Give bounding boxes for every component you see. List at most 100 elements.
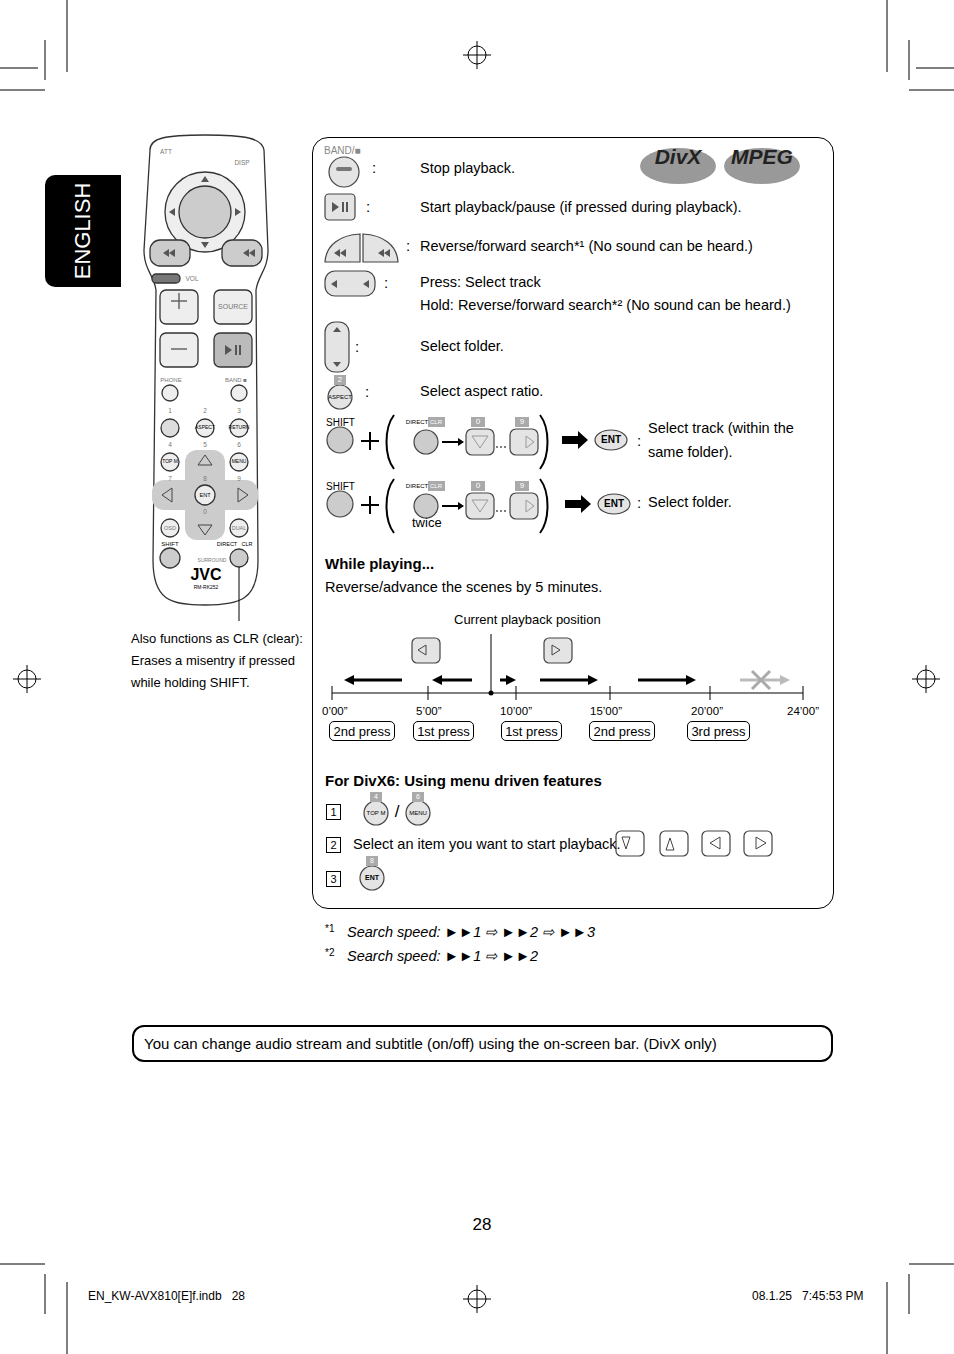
label: DIRECT: [406, 483, 428, 490]
label-box: 2nd press: [329, 721, 395, 741]
label: 4: [374, 793, 378, 801]
label-box: 3rd press: [687, 721, 750, 741]
button-label: 6: [237, 441, 241, 448]
note-box: You can change audio stream and subtitle…: [132, 1025, 833, 1062]
label: 9: [520, 481, 524, 490]
text: For DivX6: Using menu driven features: [325, 772, 602, 790]
button-label: 9: [237, 475, 241, 482]
button-label: SOURCE: [218, 303, 248, 311]
label: CLR: [430, 419, 442, 426]
label: *1: [325, 923, 334, 935]
button-label: PHONE: [160, 377, 181, 384]
button-label: 3: [237, 407, 241, 414]
text: Select folder.: [648, 494, 732, 511]
label: SHIFT: [326, 417, 355, 429]
label: Search speed: ►►1 ⇨ ►►2: [347, 948, 538, 965]
text: 0’00”: [322, 705, 348, 719]
label: ENT: [601, 434, 621, 446]
label-box: 2: [326, 837, 341, 853]
text: 24’00”: [787, 705, 819, 719]
label: MPEG: [731, 145, 793, 169]
button-label: 2: [203, 407, 207, 414]
button-label: 1: [168, 407, 172, 414]
text: Press: Select track: [420, 274, 541, 291]
text: You can change audio stream and subtitle…: [144, 1035, 717, 1052]
text: Select an item you want to start playbac…: [353, 836, 621, 853]
button-label: DUAL: [232, 525, 247, 531]
button-label: RM-RK252: [194, 585, 219, 591]
button-label: ATT: [160, 148, 172, 155]
label: 9: [520, 417, 524, 426]
label: ASPECT: [328, 394, 352, 401]
text: Select track (within the same folder).: [648, 416, 808, 464]
button-label: BAND ■: [225, 377, 247, 384]
label-box: 3: [326, 871, 341, 887]
button-label: 5: [203, 441, 207, 448]
label: EN_KW-AVX810[E]f.indb 28: [88, 1290, 245, 1304]
label-box: 2nd press: [589, 721, 655, 741]
text: Reverse/forward search*¹ (No sound can b…: [420, 238, 753, 255]
label: 8: [370, 857, 374, 865]
label: 28: [473, 1215, 492, 1235]
button-label: JVC: [190, 566, 221, 584]
text: :: [365, 383, 369, 401]
label-box: 1st press: [413, 721, 474, 741]
text: 15’00”: [590, 705, 622, 719]
text: 2nd press: [333, 724, 390, 739]
button-label: SHIFT: [161, 541, 178, 548]
button-label: VOL: [185, 275, 198, 282]
label: 0: [476, 417, 480, 426]
text: :: [406, 237, 410, 255]
text: 2: [330, 839, 336, 851]
button-label: 7: [168, 475, 172, 482]
button-label: 8: [203, 475, 207, 482]
label: *2: [325, 947, 334, 959]
button-label: ENT: [200, 492, 211, 498]
text: 20’00”: [691, 705, 723, 719]
text: Hold: Reverse/forward search*² (No sound…: [420, 297, 791, 314]
label: SHIFT: [326, 481, 355, 493]
text: :: [372, 159, 376, 177]
button-label: 0: [203, 508, 207, 515]
language-tab: ENGLISH: [45, 175, 121, 287]
button-label: TOP M: [162, 459, 178, 465]
button-label: SURROUND: [198, 558, 227, 564]
text: Stop playback.: [420, 160, 515, 177]
button-label: MENU: [232, 459, 247, 465]
label: MENU: [409, 810, 427, 817]
text: :: [637, 432, 641, 450]
text: 5’00”: [416, 705, 442, 719]
label: TOP M: [367, 810, 386, 817]
button-label: OSD: [164, 525, 176, 531]
text: twice: [412, 515, 442, 531]
text: 1st press: [505, 724, 558, 739]
text: Reverse/advance the scenes by 5 minutes.: [325, 579, 602, 596]
label: Also functions as CLR (clear): Erases a …: [131, 628, 307, 694]
text: 10’00”: [500, 705, 532, 719]
button-label: DIRECT: [217, 541, 237, 547]
text: :: [366, 198, 370, 216]
text: 1st press: [417, 724, 470, 739]
text: 2nd press: [593, 724, 650, 739]
label: 08.1.25 7:45:53 PM: [752, 1290, 863, 1304]
label: DIRECT: [406, 419, 428, 426]
text: 1: [330, 806, 336, 818]
label: Search speed: ►►1 ⇨ ►►2 ⇨ ►►3: [347, 924, 595, 941]
button-label: DISP: [234, 159, 249, 166]
text: 3rd press: [691, 724, 745, 739]
label: 6: [416, 793, 420, 801]
text: :: [355, 338, 359, 356]
button-label: CLR: [241, 541, 252, 547]
label: /: [395, 802, 400, 822]
label: ENT: [365, 874, 379, 882]
label-box: 1: [326, 804, 341, 820]
button-label: ASPECT: [195, 425, 215, 431]
text: While playing...: [325, 555, 434, 573]
text: ENGLISH: [70, 183, 96, 280]
label-box: 1st press: [501, 721, 562, 741]
label: DivX: [655, 145, 702, 169]
text: :: [637, 494, 641, 512]
instruction-panel: :Stop playback.:Start playback/pause (if…: [312, 137, 834, 909]
label: 2: [338, 375, 342, 384]
